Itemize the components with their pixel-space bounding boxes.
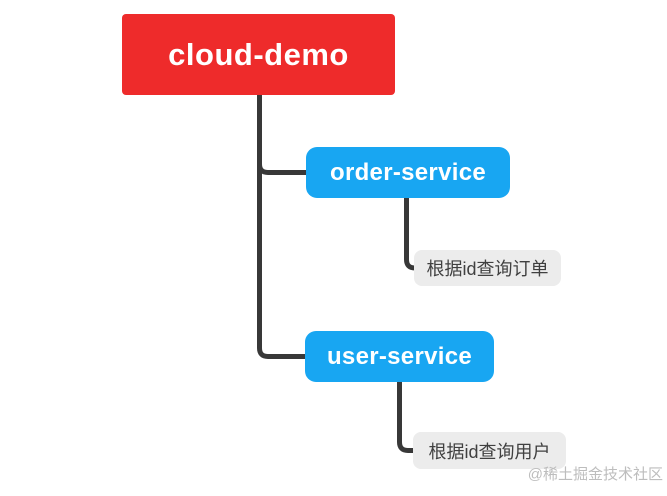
connector-user-service-to-leaf <box>397 376 418 453</box>
topic-node-order-service[interactable]: order-service <box>306 147 510 198</box>
topic-node-cloud-demo[interactable]: cloud-demo <box>122 14 395 95</box>
topic-node-user-service[interactable]: user-service <box>305 331 494 382</box>
watermark: @稀土掘金技术社区 <box>527 466 663 483</box>
connector-root-to-user-service <box>257 90 305 359</box>
topic-node-query-order-by-id[interactable]: 根据id查询订单 <box>414 250 561 286</box>
topic-node-query-user-by-id[interactable]: 根据id查询用户 <box>413 432 566 469</box>
connector-root-to-order-service <box>257 90 306 175</box>
